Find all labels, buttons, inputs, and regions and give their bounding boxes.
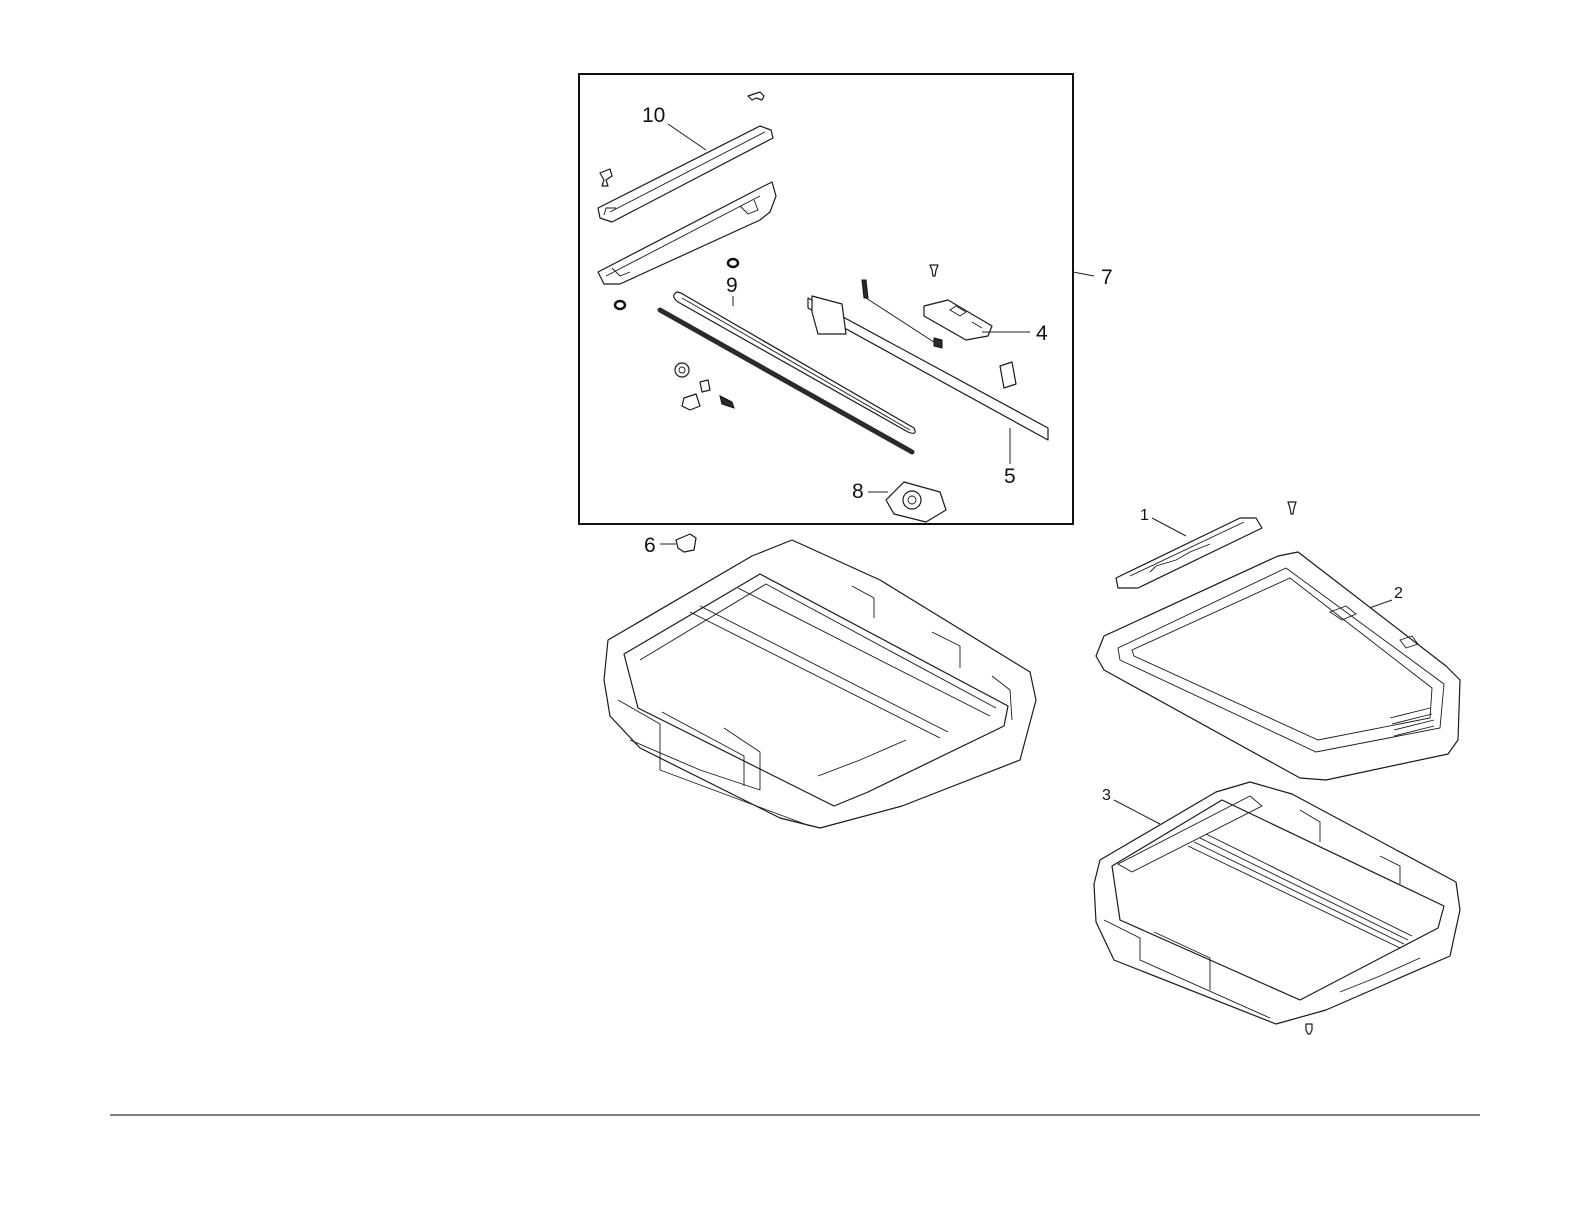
- leader-7: [1073, 272, 1094, 276]
- callout-1: 1: [1140, 507, 1149, 524]
- callout-3: 3: [1102, 787, 1111, 804]
- sensor-board-part-4: [924, 300, 992, 340]
- callout-5: 5: [1004, 465, 1016, 488]
- scanner-base: [604, 540, 1036, 828]
- callout-9: 9: [726, 274, 738, 297]
- callout-2: 2: [1394, 585, 1403, 602]
- clip-top: [748, 92, 764, 100]
- spring-2: [934, 338, 942, 348]
- motor-part-8: [886, 482, 946, 522]
- clip-part-6: [676, 534, 696, 552]
- subassembly-frame: [579, 74, 1073, 524]
- leader-3: [1114, 800, 1160, 824]
- pulley-group: [675, 363, 734, 410]
- clip-left: [600, 169, 612, 186]
- callout-7: 7: [1101, 266, 1113, 289]
- callout-8: 8: [852, 480, 864, 503]
- o-ring-2: [615, 301, 625, 309]
- shaft: [660, 310, 912, 452]
- callout-6: 6: [644, 534, 656, 557]
- ferrite-core: [1000, 362, 1016, 388]
- screw-upper-right: [1288, 502, 1296, 514]
- callout-10: 10: [642, 104, 665, 127]
- screw-lower-right: [1306, 1024, 1312, 1034]
- belt-part-9: [674, 292, 915, 433]
- glass-frame-part-2: [1096, 552, 1460, 780]
- screw-top: [930, 265, 938, 276]
- spring: [862, 280, 868, 298]
- callout-4: 4: [1036, 322, 1048, 345]
- o-ring-1: [728, 259, 738, 267]
- leader-1: [1152, 518, 1186, 536]
- leader-10: [668, 124, 706, 150]
